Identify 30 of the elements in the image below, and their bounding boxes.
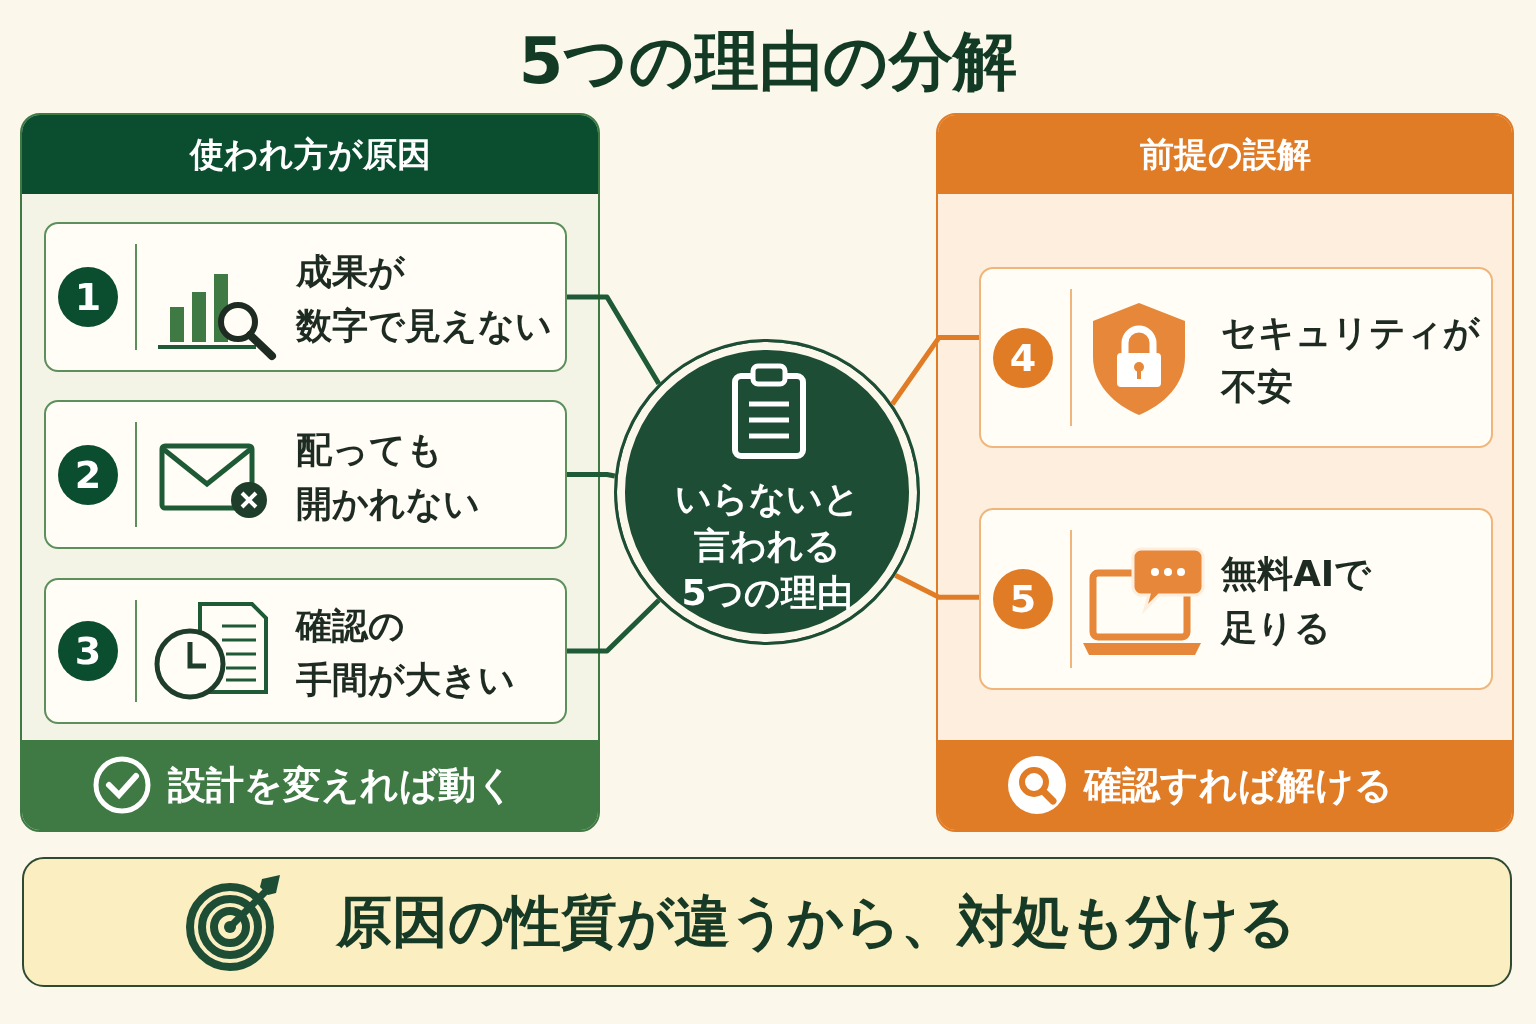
summary-text: 原因の性質が違うから、対処も分ける xyxy=(336,888,1296,956)
category-panel xyxy=(936,113,1514,832)
connector-line xyxy=(567,598,661,654)
reason-text: 無料AIで足りる xyxy=(1221,552,1372,650)
reason-card xyxy=(44,578,567,724)
reason-card xyxy=(44,222,567,372)
reason-card xyxy=(44,400,567,549)
reason-text: セキュリティが不安 xyxy=(1221,310,1480,409)
footer-text: 確認すれば解ける xyxy=(1084,762,1393,809)
reason-card xyxy=(979,508,1493,690)
reason-card xyxy=(979,267,1493,448)
number-badge: 1 xyxy=(58,267,118,327)
number-badge: 5 xyxy=(993,569,1053,629)
reason-text: 成果が数字で見えない xyxy=(296,250,552,348)
number-badge: 2 xyxy=(58,444,118,505)
center-text: いらないと言われる5つの理由 xyxy=(673,477,861,615)
panel-header: 使われ方が原因 xyxy=(22,115,598,194)
number-badge: 4 xyxy=(993,327,1053,388)
footer-text: 設計を変えれば動く xyxy=(168,762,515,809)
title: 5つの理由の分解 xyxy=(517,23,1019,100)
summary-banner xyxy=(22,857,1512,987)
connector-line xyxy=(567,472,616,479)
panel-header: 前提の誤解 xyxy=(938,115,1512,194)
number-badge: 3 xyxy=(58,621,118,681)
connector-line xyxy=(894,573,979,600)
reason-text: 配っても開かれない xyxy=(296,427,480,526)
connector-line xyxy=(567,294,661,386)
reason-text: 確認の手間が大きい xyxy=(296,604,515,702)
connector-line xyxy=(890,335,979,406)
category-panel xyxy=(20,113,600,832)
